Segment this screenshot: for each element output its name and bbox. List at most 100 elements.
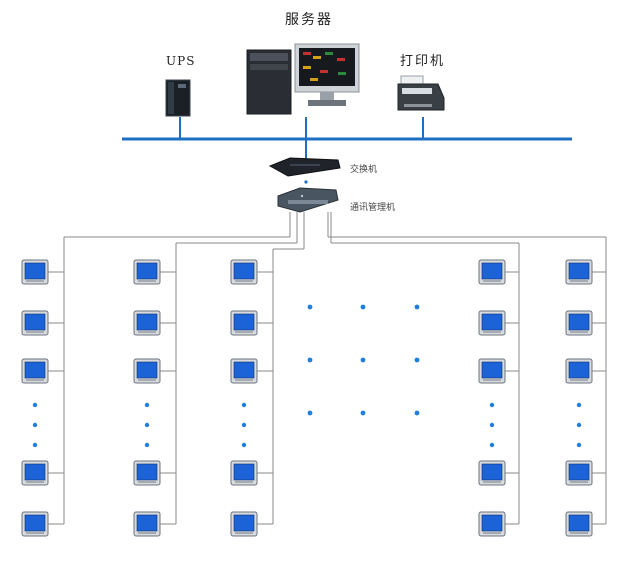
meter-screen [136,361,158,379]
ellipsis-dot [144,442,150,448]
meter-screen [233,313,255,331]
meter-base [570,280,588,282]
converter-label: 通讯管理机 [350,203,396,213]
meter-screen [233,361,255,379]
meter-screen [481,463,503,481]
printer-label: 打印机 [400,54,446,69]
power-meter-icon [230,460,258,486]
placeholder-dot [307,410,313,416]
placeholder-dot [360,357,366,363]
power-meter-icon [133,460,161,486]
power-meter-icon [565,310,593,336]
power-meter-icon [565,259,593,285]
ellipsis-dot [576,402,582,408]
meter-base [26,481,44,483]
meter-base [235,331,253,333]
ellipsis-dot [241,402,247,408]
meter-screen [568,361,590,379]
power-meter-icon [230,310,258,336]
switch-body [268,157,341,177]
monitor-ui-block [303,52,311,55]
meter-base [26,379,44,381]
monitor-ui-block [313,56,321,59]
power-meter-icon [478,511,506,537]
server-tower-with-monitor-icon [246,43,360,115]
power-meter-icon [478,358,506,384]
meter-base [483,481,501,483]
ups-side [168,82,174,114]
power-meter-icon [478,460,506,486]
meter-base [26,280,44,282]
ups-panel [178,84,186,88]
meter-screen [481,514,503,532]
power-meter-icon [133,511,161,537]
placeholder-dot [414,410,420,416]
monitor-ui-block [338,72,346,75]
meter-screen [568,514,590,532]
printer-paper [400,75,424,85]
power-meter-icon [21,460,49,486]
monitor-ui-block [303,66,311,69]
ellipsis-dot [576,442,582,448]
power-meter-icon [565,460,593,486]
power-meter-icon [565,511,593,537]
meter-screen [136,514,158,532]
placeholder-dot [360,410,366,416]
printer-top [402,88,432,94]
switch-label: 交换机 [350,165,378,175]
meter-base [235,379,253,381]
meter-base [570,532,588,534]
switch-link-dot [304,180,308,184]
meter-base [235,280,253,282]
converter-ports [288,200,328,204]
meter-screen [233,463,255,481]
meter-screen [24,262,46,280]
power-meter-icon [230,511,258,537]
ellipsis-dot [576,422,582,428]
meter-base [483,280,501,282]
power-meter-icon [230,259,258,285]
power-meter-icon [133,310,161,336]
ellipsis-dot [489,402,495,408]
network-switch-icon [268,157,341,177]
power-meter-icon [478,259,506,285]
monitor-ui-block [325,52,333,55]
power-meter-icon [21,511,49,537]
monitor-ui-block [320,70,328,73]
server-drive-bay [250,53,288,61]
meter-base [26,532,44,534]
meter-screen [568,463,590,481]
meter-screen [24,514,46,532]
meter-base [138,379,156,381]
meter-base [483,331,501,333]
placeholder-dot [360,304,366,310]
meter-base [138,532,156,534]
meter-screen [568,262,590,280]
meter-screen [481,262,503,280]
printer-icon [397,75,445,111]
meter-base [570,481,588,483]
meter-base [138,280,156,282]
meter-screen [481,361,503,379]
server-label: 服务器 [285,12,333,28]
meter-base [26,331,44,333]
meter-screen [233,262,255,280]
power-meter-icon [133,259,161,285]
switch-ports [290,164,320,166]
ups-icon [165,79,191,117]
placeholder-dot [414,357,420,363]
communication-manager-icon [277,187,339,213]
placeholder-dot [307,357,313,363]
monitor-ui-block [337,58,345,61]
ellipsis-dot [489,442,495,448]
ellipsis-dot [241,442,247,448]
server-drive-bay-2 [250,64,288,70]
meter-base [483,379,501,381]
monitor-ui-block [310,78,318,81]
meter-base [570,331,588,333]
converter-led [300,194,304,198]
meter-screen [24,313,46,331]
ellipsis-dot [32,422,38,428]
placeholder-dot [307,304,313,310]
meter-base [570,379,588,381]
